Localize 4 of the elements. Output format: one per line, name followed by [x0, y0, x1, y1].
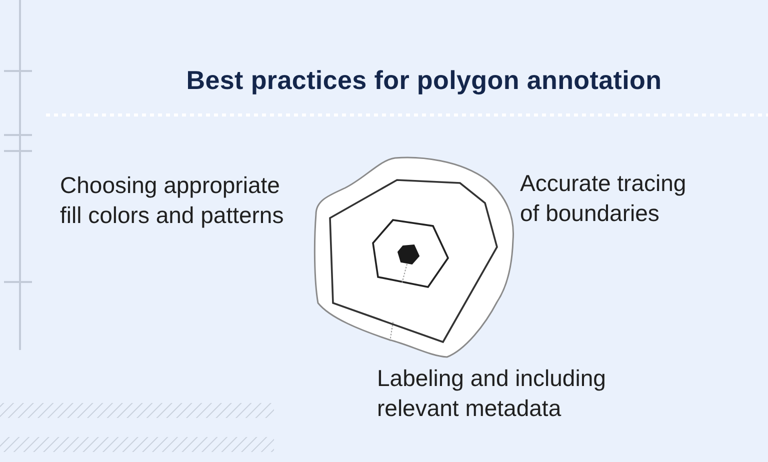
label-text: Accurate tracing of boundaries	[520, 169, 688, 228]
label-text: Choosing appropriate fill colors and patterns	[60, 171, 285, 230]
title: Best practices for polygon annotation	[186, 65, 662, 95]
label-text: Labeling and including relevant metadata	[377, 364, 607, 423]
